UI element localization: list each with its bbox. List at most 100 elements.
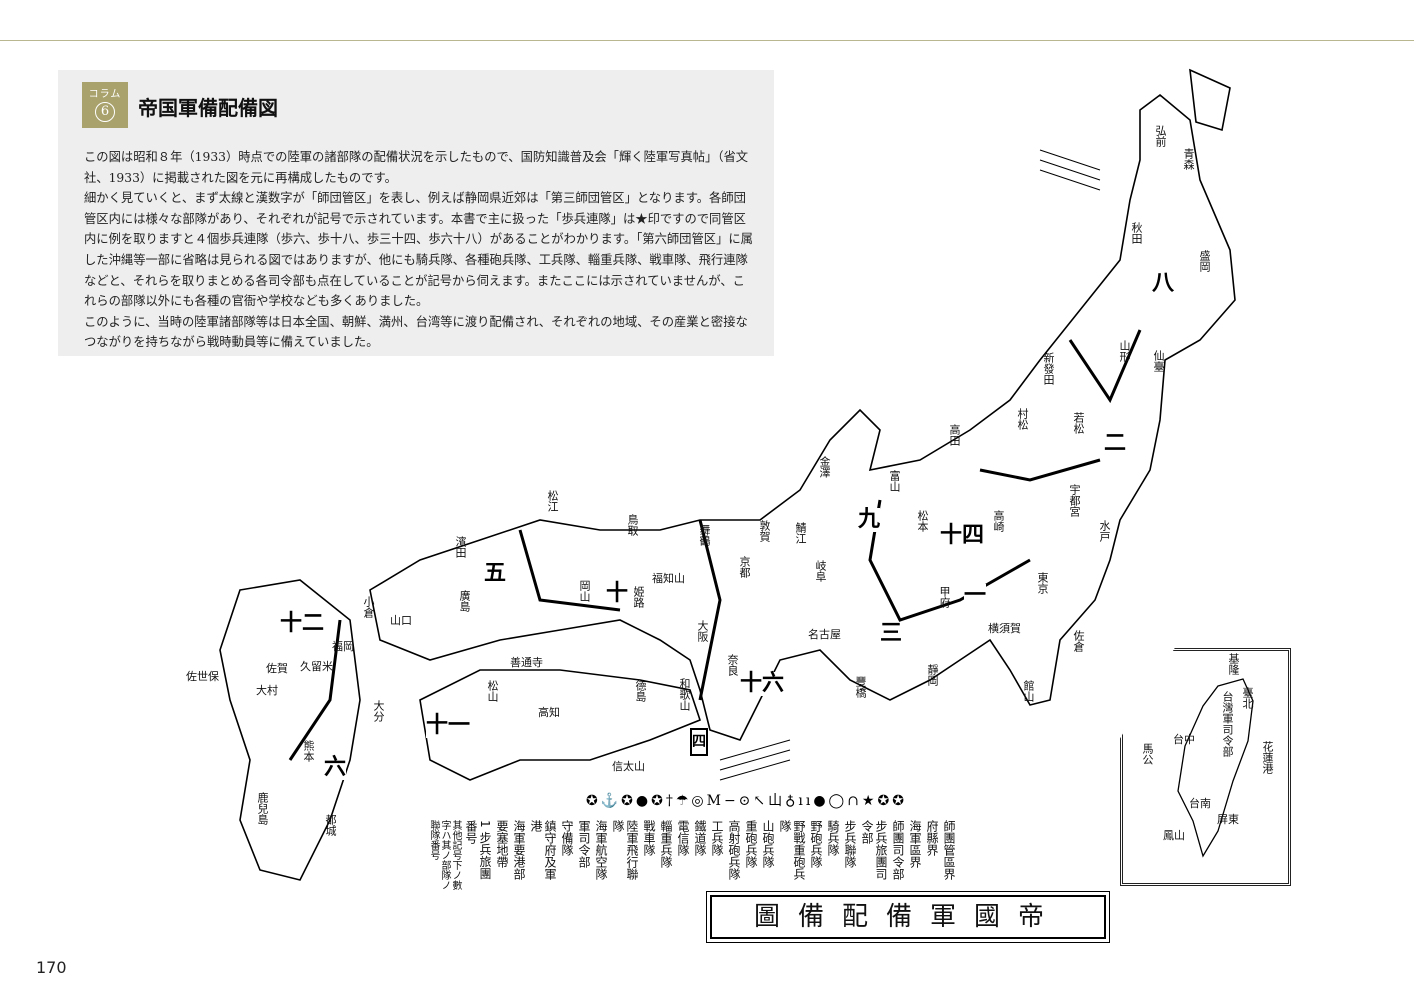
place-label: 大阪: [696, 620, 709, 642]
division-label: 四: [690, 728, 708, 756]
place-label: 福知山: [652, 572, 685, 585]
place-label: 高崎: [992, 510, 1005, 532]
legend-item: 工兵隊: [710, 820, 724, 856]
page-number: 170: [36, 958, 67, 977]
place-label: 久留米: [300, 660, 333, 673]
division-label: 十二: [280, 611, 325, 636]
legend-item: 要塞地帶: [495, 820, 509, 868]
taiwan-label: 屏東: [1217, 813, 1239, 826]
place-label: 姫路: [632, 586, 645, 608]
division-label: 八: [1152, 271, 1175, 296]
division-boundary: [1068, 329, 1142, 404]
column-paragraph: 細かく見ていくと、まず太線と漢数字が「師団管区」を表し、例えば静岡県近郊は「第三…: [84, 191, 753, 309]
honshu-shape: [369, 93, 1236, 741]
legend-symbols: ✪⚓✪●✪†☂◎M−⊙↖山♁ıı●◯∩★✪✪: [586, 793, 907, 809]
legend-item: 野戰重砲兵隊: [778, 820, 806, 880]
legend-item: 騎兵隊: [826, 820, 840, 856]
taiwan-label: 花蓮港: [1261, 741, 1274, 774]
division-label: 十四: [940, 523, 985, 548]
kyushu-shape: [219, 579, 361, 881]
place-label: 弘前: [1154, 125, 1167, 147]
place-label: 濱田: [454, 536, 467, 558]
division-label: 十: [606, 581, 629, 606]
taiwan-label: 基隆: [1227, 653, 1240, 675]
place-label: 靜岡: [926, 664, 939, 686]
legend-item: 戰車隊: [642, 820, 656, 856]
taiwan-shape: [1177, 678, 1254, 858]
place-label: 和歌山: [678, 678, 691, 711]
place-label: 富山: [888, 470, 901, 492]
legend-item: 師團司令部: [891, 820, 905, 880]
division-label: 九: [858, 507, 881, 532]
shikoku-shape: [419, 669, 701, 781]
division-boundary: [979, 458, 1101, 482]
place-label: 鯖江: [794, 522, 807, 544]
division-label: 三: [880, 621, 903, 646]
column-title: 帝国軍備配備図: [138, 96, 278, 120]
legend-item: 海軍區界: [908, 820, 922, 868]
place-label: 新發田: [1042, 352, 1055, 385]
legend-item: 重砲兵隊: [744, 820, 758, 868]
legend-item: 海軍航空隊: [594, 820, 608, 880]
map-legend: 師團管區界 府縣界 海軍區界 師團司令部 步兵旅團司令部 步兵聯隊 騎兵隊 野砲…: [428, 820, 956, 890]
division-label: 六: [324, 755, 347, 780]
place-label: 信太山: [612, 760, 645, 773]
hokkaido-shape: [1189, 68, 1231, 132]
column-paragraph: このように、当時の陸軍諸部隊等は日本全国、朝鮮、満州、台湾等に渡り配備され、それ…: [84, 314, 748, 350]
place-label: 敦賀: [758, 520, 771, 542]
place-label: 鹿兒島: [256, 792, 269, 825]
legend-item: 府縣界: [925, 820, 939, 856]
place-label: 松本: [916, 510, 929, 532]
place-label: 金澤: [818, 456, 831, 478]
legend-item: 鐵道隊: [693, 820, 707, 856]
fortress-hatching: [719, 149, 1101, 781]
taiwan-label: 台南: [1189, 797, 1211, 810]
map-title: 帝國軍備配備圖: [706, 891, 1110, 943]
place-label: 館山: [1022, 680, 1035, 702]
taiwan-label: 台灣軍司令部: [1221, 691, 1234, 757]
place-label: 佐賀: [266, 662, 288, 675]
division-boundary: [698, 519, 722, 701]
place-label: 名古屋: [808, 628, 841, 641]
legend-item: 高射砲兵隊: [727, 820, 741, 880]
place-label: 宇都宮: [1068, 484, 1081, 517]
legend-item: 海軍要港部: [512, 820, 526, 880]
place-label: 廣島: [458, 590, 471, 612]
taiwan-label: 馬公: [1141, 743, 1154, 765]
place-label: 豐橋: [854, 676, 867, 698]
place-label: 熊本: [302, 740, 315, 762]
place-label: 高知: [538, 706, 560, 719]
place-label: 村松: [1016, 408, 1029, 430]
place-label: 山口: [390, 614, 412, 627]
place-label: 德島: [634, 680, 647, 702]
legend-item: 其他記号下ノ數字ハ其ノ部隊ノ聯隊番号: [428, 820, 461, 890]
legend-item: 陸軍飛行聯隊: [611, 820, 639, 880]
legend-item: 山砲兵隊: [761, 820, 775, 868]
division-boundary: [518, 529, 621, 612]
column-badge-label: コラム: [88, 89, 122, 100]
place-label: 奈良: [726, 654, 739, 676]
division-label: 一: [964, 583, 987, 608]
place-label: 鳥取: [626, 514, 639, 536]
division-boundary: [288, 619, 342, 761]
place-label: 盛岡: [1198, 250, 1211, 272]
legend-item: 軍司令部: [577, 820, 591, 868]
place-label: 大分: [372, 700, 385, 722]
division-label: 十六: [740, 671, 785, 696]
place-label: 横須賀: [988, 622, 1021, 635]
legend-item: 1 步兵旅團番号: [464, 820, 492, 880]
place-label: 秋田: [1130, 222, 1143, 244]
place-label: 若松: [1072, 412, 1085, 434]
division-label: 五: [484, 561, 507, 586]
place-label: 東京: [1036, 572, 1049, 594]
place-label: 小倉: [362, 596, 375, 618]
place-label: 水戸: [1098, 520, 1111, 542]
column-body: この図は昭和８年（1933）時点での陸軍の諸部隊の配備状況を示したもので、国防知…: [84, 147, 754, 353]
place-label: 松江: [546, 490, 559, 512]
place-label: 京都: [738, 556, 751, 578]
legend-item: 電信隊: [676, 820, 690, 856]
taiwan-label: 臺北: [1241, 687, 1254, 709]
legend-item: 步兵旅團司令部: [860, 820, 888, 880]
place-label: 都城: [324, 814, 337, 836]
